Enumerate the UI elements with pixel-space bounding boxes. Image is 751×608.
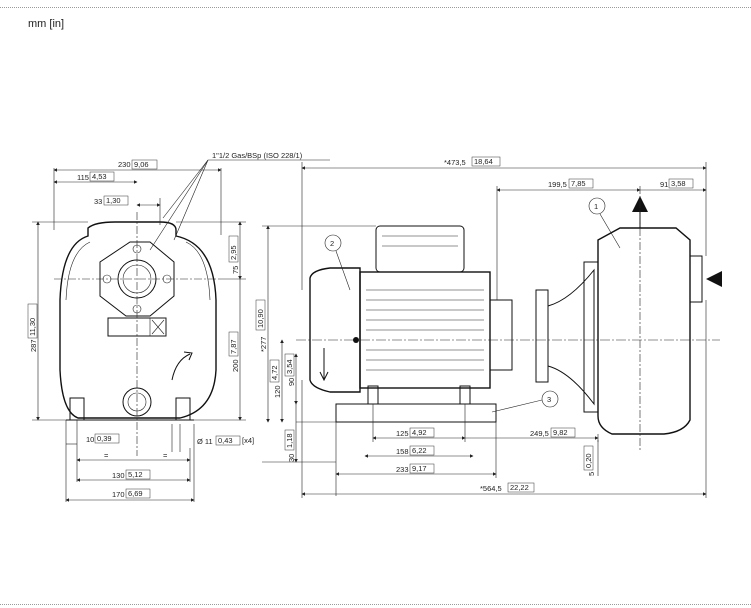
- callout-1-label: 1: [594, 202, 598, 211]
- front-inlet-flange: [99, 241, 175, 317]
- dim-motor-axis-in: 3,54: [285, 359, 294, 374]
- callout-2-label: 2: [330, 239, 334, 248]
- pump-cover: [583, 261, 599, 413]
- rotation-arrow-icon: [171, 351, 193, 381]
- dim-port-height: 75: [231, 266, 240, 274]
- thread-callout: 1"1/2 Gas/BSp (ISO 228/1): [149, 151, 330, 251]
- side-view: [296, 186, 722, 450]
- side-dimensions: *473,5 18,64 199,5 7,85 91 3,58 *277 10,…: [255, 156, 707, 498]
- dim-base-width-in: 6,69: [128, 489, 143, 498]
- dim-hole-diameter: Ø 11: [197, 437, 213, 446]
- top-dotted-rule: [0, 7, 751, 8]
- dim-foot-spacing: 125: [396, 429, 409, 438]
- dim-outlet-offset: 91: [660, 180, 668, 189]
- dim-hole-spacing-in: 5,12: [128, 470, 143, 479]
- dim-front-height-in: 11,30: [28, 318, 37, 336]
- equal-mark-right: =: [163, 451, 168, 460]
- callout-2: [324, 234, 342, 252]
- dim-port-offset-in: 1,30: [106, 196, 121, 205]
- dim-side-length: *473,5: [444, 158, 466, 167]
- front-casing-outline: [59, 221, 217, 419]
- dim-base-width: 170: [112, 490, 125, 499]
- dim-side-height: *277: [259, 337, 268, 352]
- dim-half-width-in: 4,53: [92, 172, 107, 181]
- dim-pump-length-in: 7,85: [571, 179, 586, 188]
- dim-side-height-in: 10,90: [256, 309, 265, 328]
- callouts: 1 2 3: [324, 197, 621, 413]
- dim-hole-count: [x4]: [242, 436, 254, 445]
- dim-total-length: *564,5: [480, 484, 502, 493]
- motor-foot-left: [367, 385, 379, 405]
- dim-motor-axis: 90: [287, 378, 296, 386]
- dim-foot-spacing-in: 4,92: [412, 428, 427, 437]
- dim-front-height: 287: [29, 339, 38, 352]
- motor-direction-arrow-icon: [319, 348, 329, 382]
- terminal-box: [375, 225, 465, 273]
- dim-foot-offset: 10: [86, 435, 94, 444]
- dim-pump-projection: 249,5: [530, 429, 549, 438]
- front-view: [54, 212, 220, 456]
- motor-flange: [489, 299, 513, 371]
- pump-side-inlet: [689, 255, 703, 303]
- dim-base-thickness-in: 1,18: [285, 433, 294, 448]
- dim-pump-length: 199,5: [548, 180, 567, 189]
- dim-base-length: 233: [396, 465, 409, 474]
- unit-label: mm [in]: [28, 18, 65, 30]
- front-foot-left: [69, 397, 85, 421]
- bottom-dotted-rule: [0, 604, 751, 605]
- dim-foot-offset-in: 0,39: [97, 434, 112, 443]
- dim-drain-height-in: 0,20: [584, 453, 593, 468]
- dim-body-height-in: 7,87: [229, 339, 238, 354]
- dim-foot-outer: 158: [396, 447, 409, 456]
- dim-side-length-in: 18,64: [474, 157, 493, 166]
- dim-hole-spacing: 130: [112, 471, 125, 480]
- motor-foot-right: [459, 385, 471, 405]
- pump-casing: [597, 227, 691, 435]
- dim-outlet-offset-in: 3,58: [671, 179, 686, 188]
- base-plate: [335, 403, 497, 423]
- callout-3-label: 3: [547, 395, 551, 404]
- dim-port-offset: 33: [94, 197, 102, 206]
- dim-axis-height-in: 4,72: [270, 365, 279, 380]
- pump-flange: [535, 289, 549, 383]
- motor-body: [309, 267, 361, 393]
- dim-body-height: 200: [231, 359, 240, 372]
- dim-pump-projection-in: 9,82: [553, 428, 568, 437]
- inlet-arrow-icon: [706, 271, 722, 287]
- dim-base-length-in: 9,17: [412, 464, 427, 473]
- shaft-center: [353, 337, 359, 343]
- dim-total-length-in: 22,22: [510, 483, 529, 492]
- dim-port-height-in: 2,95: [229, 245, 238, 260]
- pipe-thread-label: 1"1/2 Gas/BSp (ISO 228/1): [212, 151, 303, 160]
- pump-lantern: [547, 268, 595, 406]
- front-dimensions: 230 9,06 115 4,53 33 1,30 287 11,30 75 2…: [27, 159, 254, 502]
- dim-base-thickness: 30: [287, 454, 296, 462]
- dim-axis-height: 120: [273, 385, 282, 398]
- dim-half-width: 115: [77, 173, 89, 182]
- callout-3: [541, 390, 559, 408]
- equal-mark-left: =: [104, 451, 109, 460]
- dim-drain-height: 5: [587, 472, 596, 476]
- callout-1: [588, 197, 606, 215]
- dim-foot-outer-in: 6,22: [412, 446, 427, 455]
- dim-overall-width-in: 9,06: [134, 160, 149, 169]
- dim-hole-diameter-in: 0,43: [218, 436, 233, 445]
- dim-overall-width: 230: [118, 160, 131, 169]
